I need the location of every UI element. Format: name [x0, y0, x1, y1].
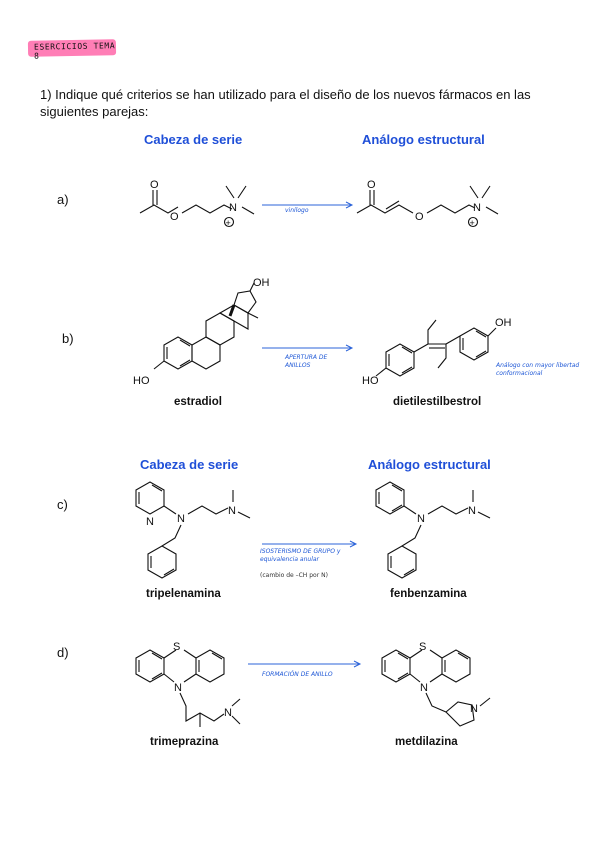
structure-diethylstilbestrol: HO OH: [362, 317, 512, 387]
criterion-d: FORMACIÓN DE ANILLO: [262, 671, 333, 678]
atom-n: N: [420, 682, 428, 694]
structure-tripelennamine: N N N: [135, 481, 251, 579]
atom-n: N: [417, 513, 425, 525]
atom-n: N: [473, 202, 481, 214]
molecule-name-estradiol: estradiol: [174, 396, 222, 408]
row-label-d: d): [57, 645, 69, 660]
atom-n: N: [229, 202, 237, 214]
structure-trimeprazine: S N N: [135, 641, 241, 727]
row-label-b: b): [62, 331, 74, 346]
charge-plus: +: [226, 218, 231, 228]
column-header-analog-2: Análogo estructural: [368, 457, 491, 472]
criterion-b: APERTURA DE ANILLOS: [285, 354, 328, 369]
structure-estradiol: OH HO: [133, 277, 270, 387]
criterion-c: ISOSTERISMO DE GRUPO y equivalencia anul…: [260, 548, 341, 563]
atom-ho: HO: [133, 375, 150, 387]
atom-n: N: [228, 505, 236, 517]
note-b: Análogo con mayor libertad conformaciona…: [496, 362, 580, 377]
atom-s: S: [173, 641, 180, 653]
atom-oh: OH: [495, 317, 512, 329]
molecule-name-dietilestilbestrol: dietilestilbestrol: [393, 396, 482, 408]
question-text: 1) Indique qué criterios se han utilizad…: [40, 87, 531, 119]
column-header-analog: Análogo estructural: [362, 132, 485, 147]
molecule-name-fenbenzamina: fenbenzamina: [390, 588, 467, 600]
atom-n: N: [174, 682, 182, 694]
atom-s: S: [419, 641, 426, 653]
structure-fenbenzamine: N N: [375, 481, 491, 579]
row-label-c: c): [57, 497, 68, 512]
atom-ho: HO: [362, 375, 379, 387]
charge-plus: +: [470, 218, 475, 228]
atom-n: N: [468, 505, 476, 517]
molecule-name-trimeprazina: trimeprazina: [150, 736, 219, 748]
atom-o: O: [170, 211, 179, 223]
structure-acetylcholine: O O N +: [139, 179, 255, 228]
atom-n: N: [146, 516, 154, 528]
column-header-lead-2: Cabeza de serie: [140, 457, 239, 472]
row-label-a: a): [57, 192, 69, 207]
molecule-name-tripelenamina: tripelenamina: [146, 588, 221, 600]
atom-o: O: [150, 179, 159, 191]
atom-n: N: [224, 707, 232, 719]
atom-n: N: [470, 703, 478, 715]
structure-vinylogous-analog: O O N +: [356, 179, 499, 228]
column-header-lead: Cabeza de serie: [144, 132, 243, 147]
structure-methdilazine: S N N: [381, 641, 491, 727]
atom-o: O: [367, 179, 376, 191]
note-c: (cambio de –CH por N): [260, 572, 328, 579]
atom-n: N: [177, 513, 185, 525]
atom-o: O: [415, 211, 424, 223]
criterion-a: vinílogo: [285, 207, 309, 214]
molecule-name-metdilazina: metdilazina: [395, 736, 458, 748]
atom-oh: OH: [253, 277, 270, 289]
